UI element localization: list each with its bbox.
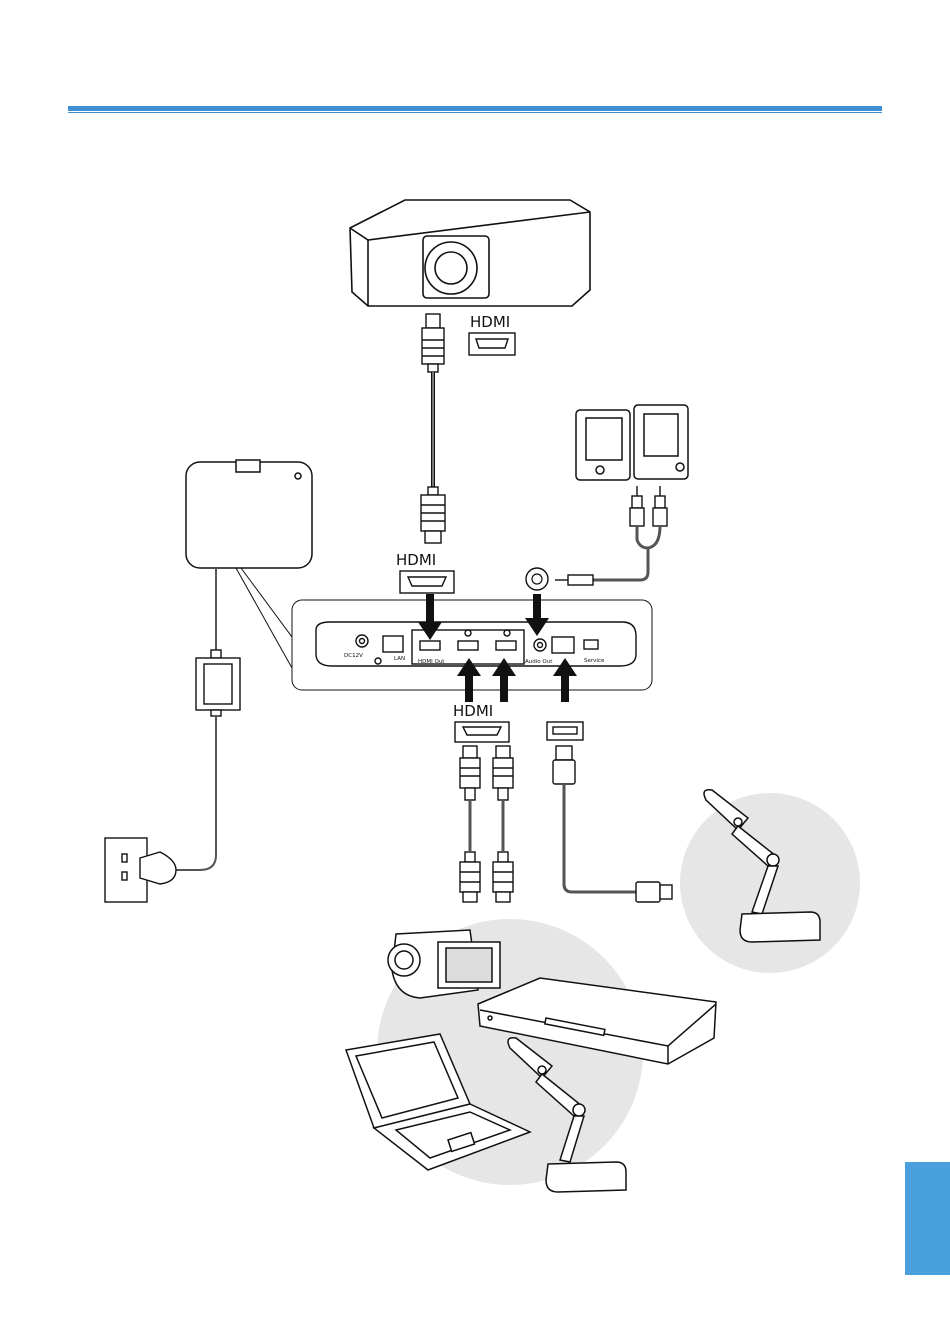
port-label-audio-out: Audio Out xyxy=(525,659,553,665)
port-label-hdmi-out: HDMI Out xyxy=(418,659,445,665)
hdmi-label-out: HDMI xyxy=(396,551,436,569)
power-cable-bottom xyxy=(176,716,216,870)
speakers-icon xyxy=(576,405,688,480)
arrow-hdmi-out xyxy=(426,594,434,626)
hdmi-plug-lower-icon xyxy=(421,487,445,543)
port-label-dc: DC12V xyxy=(344,653,363,659)
arrow-audio-out xyxy=(533,594,541,622)
arrow-hdmi-in-1 xyxy=(465,672,473,702)
callout-line-bottom xyxy=(236,568,292,668)
callout-line-top xyxy=(241,568,292,637)
minijack-icon xyxy=(555,575,593,585)
projector-icon xyxy=(350,200,590,306)
arrow-usb xyxy=(561,672,569,702)
side-tab xyxy=(905,1162,950,1275)
rca-plugs-icon xyxy=(630,486,667,526)
audio-cable xyxy=(593,526,660,580)
usb-port-icon xyxy=(547,722,583,740)
usb-plug-end-icon xyxy=(636,882,672,902)
hdmi-port-projector-icon xyxy=(469,333,515,355)
hdmi-plug-projector-icon xyxy=(422,314,444,372)
wall-outlet-icon xyxy=(105,838,176,902)
power-adapter-icon xyxy=(186,460,312,568)
inline-adapter-icon xyxy=(196,650,240,716)
usb-plug-icon xyxy=(553,746,575,784)
port-label-service: Service xyxy=(584,658,605,664)
hdmi-port-out-icon xyxy=(400,571,454,593)
hdmi-port-in-icon xyxy=(455,722,509,742)
usb-cable xyxy=(564,784,638,892)
hdmi-label-projector: HDMI xyxy=(470,313,510,331)
hdmi-label-in: HDMI xyxy=(453,702,493,720)
arrow-hdmi-in-2 xyxy=(500,672,508,702)
port-label-lan: LAN xyxy=(394,656,405,662)
